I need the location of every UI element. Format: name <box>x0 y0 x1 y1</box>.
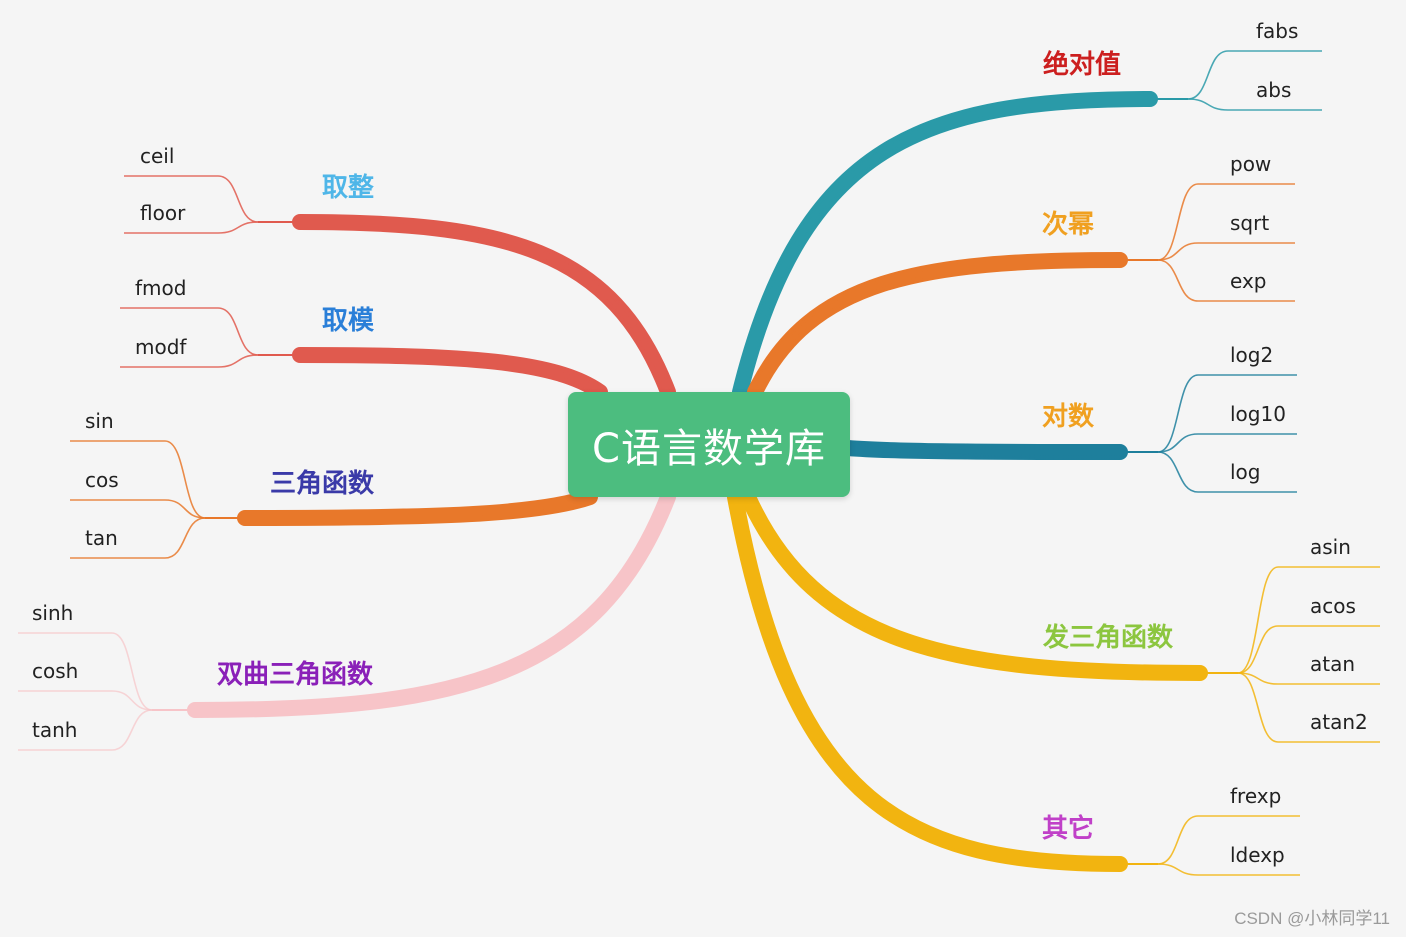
branch-label-pow[interactable]: 次幂 <box>1042 210 1094 240</box>
branch-label-atrig[interactable]: 发三角函数 <box>1042 622 1174 653</box>
branch-other: 其它 frexp ldexp <box>727 489 1300 876</box>
branch-pow: 次幂 pow sqrt exp <box>747 152 1295 400</box>
branch-line-round <box>292 214 676 400</box>
leaf-line-tan <box>70 517 206 559</box>
leaf-label-modf[interactable]: modf <box>135 335 187 359</box>
leaf-line-floor <box>124 221 259 234</box>
branch-line-hyp <box>187 489 676 718</box>
branch-round: 取整 ceil floor <box>124 144 676 400</box>
branch-label-log[interactable]: 对数 <box>1042 402 1095 432</box>
leaf-line-ceil <box>124 175 259 223</box>
leaf-label-pow[interactable]: pow <box>1230 152 1271 176</box>
branch-log: 对数 log2 log10 log <box>840 343 1297 493</box>
leaf-line-cosh <box>18 690 153 711</box>
leaf-label-atan[interactable]: atan <box>1310 652 1355 676</box>
leaf-line-cos <box>70 499 206 519</box>
leaf-label-ldexp[interactable]: ldexp <box>1230 843 1285 867</box>
leaf-label-fmod[interactable]: fmod <box>135 276 186 300</box>
branch-mod: 取模 fmod modf <box>120 276 608 400</box>
leaf-line-sinh <box>18 632 153 711</box>
branch-atrig: 发三角函数 asin acos atan atan2 <box>740 489 1380 743</box>
leaf-label-ceil[interactable]: ceil <box>140 144 174 168</box>
leaf-label-acos[interactable]: acos <box>1310 594 1356 618</box>
leaf-label-cosh[interactable]: cosh <box>32 659 78 683</box>
leaf-label-log10[interactable]: log10 <box>1230 402 1286 426</box>
leaf-line-atan <box>1237 672 1380 685</box>
leaf-label-tan[interactable]: tan <box>85 526 118 550</box>
leaf-line-asin <box>1237 566 1380 674</box>
leaf-line-frexp <box>1157 815 1300 865</box>
branch-label-round[interactable]: 取整 <box>322 172 374 203</box>
leaf-label-sqrt[interactable]: sqrt <box>1230 211 1269 235</box>
leaf-label-frexp[interactable]: frexp <box>1230 784 1281 808</box>
leaf-line-pow <box>1157 183 1295 261</box>
branch-line-abs <box>732 91 1158 400</box>
leaf-line-log2 <box>1157 374 1297 453</box>
branch-label-trig[interactable]: 三角函数 <box>270 468 375 499</box>
leaf-line-tanh <box>18 709 153 751</box>
leaf-line-fmod <box>120 307 259 356</box>
leaf-line-exp <box>1157 259 1295 302</box>
leaf-line-fabs <box>1187 50 1322 100</box>
branch-label-hyp[interactable]: 双曲三角函数 <box>217 659 374 690</box>
leaf-label-floor[interactable]: floor <box>140 201 186 225</box>
leaf-label-sin[interactable]: sin <box>85 409 114 433</box>
leaf-label-abs[interactable]: abs <box>1256 78 1291 102</box>
branch-hyp: 双曲三角函数 sinh cosh tanh <box>18 489 676 751</box>
leaf-label-cos[interactable]: cos <box>85 468 119 492</box>
leaf-line-abs <box>1187 98 1322 111</box>
leaf-label-sinh[interactable]: sinh <box>32 601 73 625</box>
branch-line-log <box>840 440 1128 460</box>
leaf-line-acos <box>1237 625 1380 674</box>
leaf-line-sqrt <box>1157 242 1295 261</box>
branch-line-other <box>727 489 1128 872</box>
branch-line-mod <box>292 347 608 400</box>
branch-label-other[interactable]: 其它 <box>1042 813 1094 844</box>
branch-line-atrig <box>740 489 1208 681</box>
leaf-label-atan2[interactable]: atan2 <box>1310 710 1368 734</box>
leaf-label-exp[interactable]: exp <box>1230 269 1266 293</box>
branch-label-abs[interactable]: 绝对值 <box>1043 49 1121 80</box>
branch-label-mod[interactable]: 取模 <box>322 306 375 336</box>
leaf-line-atan2 <box>1237 672 1380 743</box>
watermark: CSDN @小林同学11 <box>1234 909 1390 928</box>
branch-trig: 三角函数 sin cos tan <box>70 409 598 559</box>
leaf-line-log <box>1157 451 1297 493</box>
leaf-label-tanh[interactable]: tanh <box>32 718 77 742</box>
branch-line-pow <box>747 252 1128 400</box>
branch-abs: 绝对值 fabs abs <box>732 19 1322 400</box>
leaf-label-fabs[interactable]: fabs <box>1256 19 1298 43</box>
leaf-label-log[interactable]: log <box>1230 460 1261 484</box>
root-node[interactable]: C语言数学库 <box>568 392 850 497</box>
branch-line-trig <box>237 489 598 526</box>
leaf-line-sin <box>70 440 206 519</box>
leaf-label-asin[interactable]: asin <box>1310 535 1351 559</box>
leaf-line-log10 <box>1157 433 1297 453</box>
leaf-line-ldexp <box>1157 863 1300 876</box>
leaf-line-modf <box>120 354 259 368</box>
leaf-label-log2[interactable]: log2 <box>1230 343 1273 367</box>
